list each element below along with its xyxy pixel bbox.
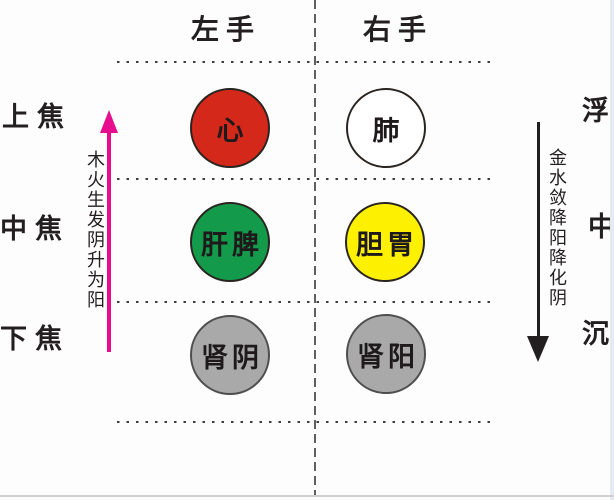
ascending-arrow-head-icon [100, 110, 118, 133]
dotted-divider-middle-lower [117, 301, 494, 303]
ascending-arrow-line [107, 128, 111, 352]
column-header-right-hand: 右手 [363, 14, 434, 45]
node-gallbladder-stomach-label: 胆胃 [356, 229, 418, 260]
label-middle-jiao: 中焦 [0, 214, 70, 244]
column-header-left-hand: 左手 [191, 14, 262, 45]
node-lung: 肺 [346, 88, 426, 168]
node-kidney-yin: 肾阴 [190, 315, 270, 395]
descending-arrow-line [537, 122, 540, 338]
label-lower-jiao: 下焦 [0, 324, 70, 354]
node-heart: 心 [190, 88, 270, 168]
dotted-divider-bottom [117, 421, 494, 423]
label-sink: 沉 [582, 319, 609, 349]
dotted-divider-upper-middle [117, 178, 494, 180]
node-kidney-yin-label: 肾阴 [201, 342, 263, 373]
label-float: 浮 [582, 96, 609, 126]
label-middle: 中 [588, 212, 614, 242]
dotted-divider-top [117, 61, 494, 63]
node-liver-spleen: 肝脾 [190, 202, 270, 282]
ascending-arrow-text: 木火生发阴升为阳 [85, 150, 105, 310]
descending-arrow-text: 金水敛降阳降化阴 [547, 148, 567, 308]
label-upper-jiao: 上焦 [2, 102, 72, 132]
center-dashed-divider [314, 0, 316, 496]
bottom-edge-line [0, 495, 614, 497]
right-edge-strip [610, 0, 614, 500]
node-kidney-yang-label: 肾阳 [357, 341, 419, 372]
node-kidney-yang: 肾阳 [346, 314, 426, 394]
node-gallbladder-stomach: 胆胃 [345, 202, 425, 282]
node-lung-label: 肺 [372, 115, 404, 146]
node-heart-label: 心 [216, 115, 248, 146]
node-liver-spleen-label: 肝脾 [201, 229, 263, 260]
descending-arrow-head-icon [527, 336, 549, 362]
